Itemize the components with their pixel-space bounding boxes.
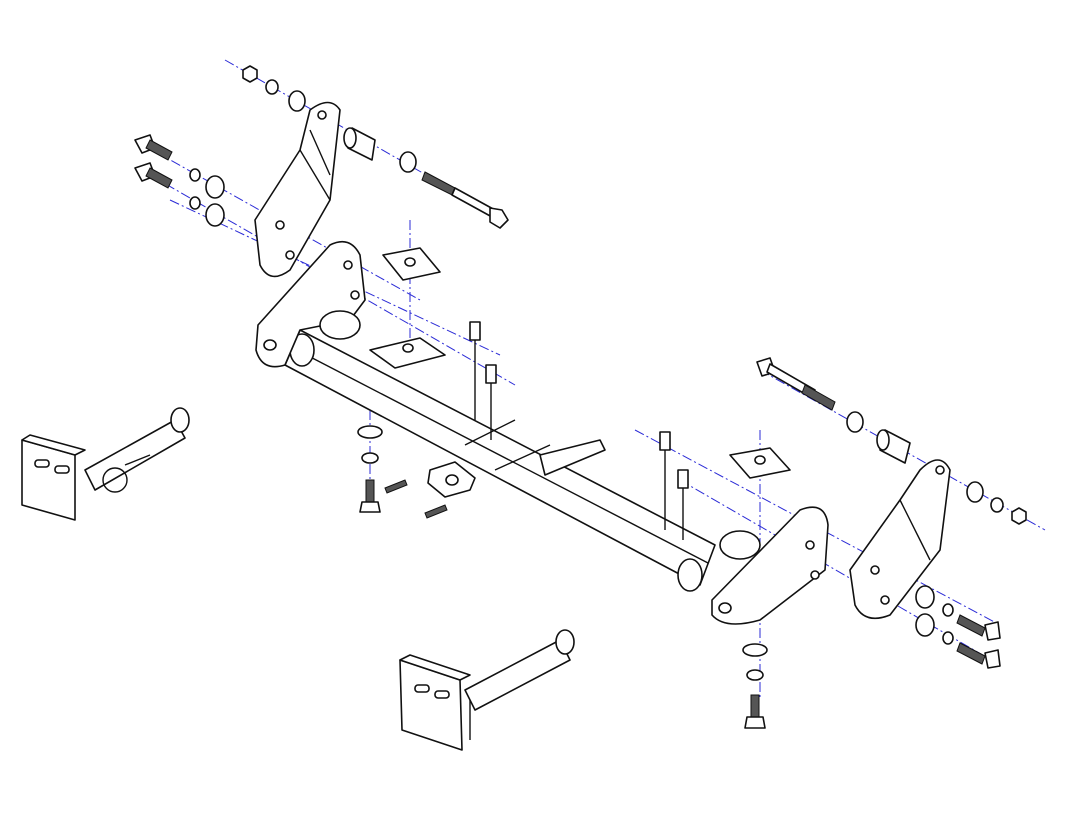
assembly-axis-lines [139, 59, 1046, 700]
top-hardware [134, 65, 509, 229]
right-side-plate [711, 506, 829, 625]
tow-tab-pin-bottom [399, 629, 575, 751]
left-mount-bracket [254, 101, 341, 278]
lock-washer [265, 79, 279, 95]
long-bolt [451, 187, 496, 218]
crossbar [284, 329, 716, 592]
washer [399, 151, 417, 173]
right-mount-bracket [849, 459, 951, 620]
nut [242, 65, 258, 83]
tow-tab-pin-left [21, 407, 190, 521]
washer [288, 90, 306, 112]
long-bolt-thread [421, 171, 456, 196]
left-side-plate [255, 240, 366, 368]
vertical-bolts [357, 425, 768, 729]
right-hardware [756, 357, 1027, 669]
backing-plates-clips [369, 247, 791, 540]
